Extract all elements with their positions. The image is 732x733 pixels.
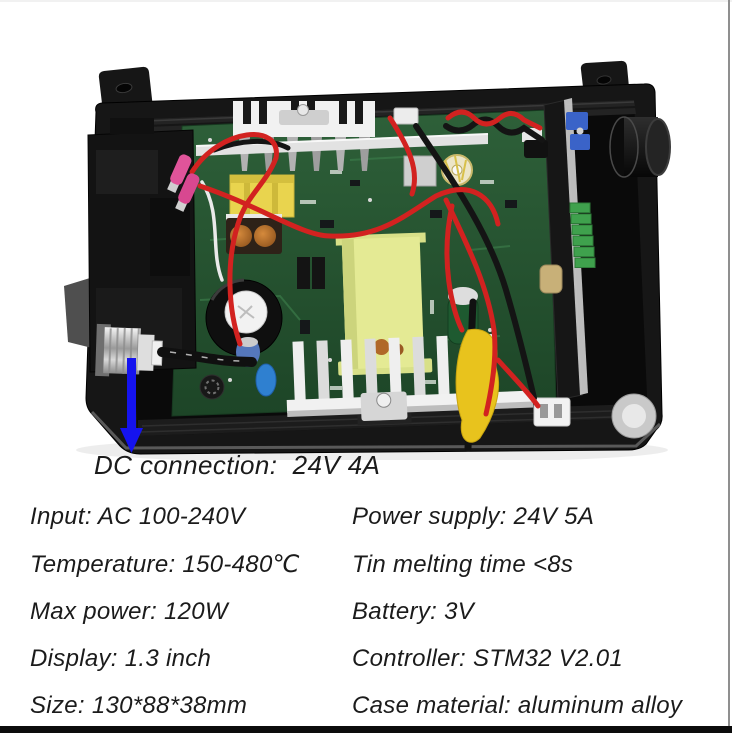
dc-cable xyxy=(157,347,257,367)
dc-connection-label: DC connection: 24V 4A xyxy=(94,450,381,480)
spec-item: Temperature: 150-480℃ xyxy=(30,551,300,578)
wires-red xyxy=(189,109,543,417)
bulk-capacitor xyxy=(205,278,283,357)
rectifier-pair xyxy=(297,257,325,289)
main-transformer xyxy=(335,232,433,376)
module-tab xyxy=(110,118,154,134)
image-top-border xyxy=(0,0,732,2)
spec-item: Max power: 120W xyxy=(30,598,228,625)
spec-item: Battery: 3V xyxy=(352,598,475,625)
relay-block xyxy=(403,155,437,187)
tan-capacitor xyxy=(539,264,563,294)
case-side-tab xyxy=(64,278,92,348)
chassis-screw xyxy=(199,374,225,400)
spec-row: Size: 130*88*38mm Case material: aluminu… xyxy=(0,691,732,721)
panel-connector-disc xyxy=(611,393,657,439)
screw-hole xyxy=(115,82,133,94)
disc-capacitor xyxy=(255,363,277,397)
wires-white xyxy=(200,180,224,282)
trimmer-screw xyxy=(576,127,584,135)
spec-item: Controller: STM32 V2.01 xyxy=(352,645,624,672)
clamp-screw xyxy=(297,104,309,116)
spec-row: Max power: 120W Battery: 3V xyxy=(0,597,732,627)
module-window xyxy=(96,150,158,194)
heatsink-rail xyxy=(196,134,488,156)
jst-connector xyxy=(533,397,571,427)
wires-black xyxy=(211,116,545,401)
controller-board xyxy=(522,98,596,401)
spec-item: Input: AC 100-240V xyxy=(30,503,246,530)
crimp-connectors xyxy=(167,154,200,212)
trimmer-pot xyxy=(566,112,590,150)
winding xyxy=(373,339,390,356)
device-photo xyxy=(64,60,671,460)
image-right-border xyxy=(728,0,730,733)
top-heatsink xyxy=(195,100,489,171)
spec-item: Display: 1.3 inch xyxy=(30,645,212,672)
spec-item: Size: 130*88*38mm xyxy=(30,692,248,719)
white-plug xyxy=(393,107,419,125)
clamp-screw xyxy=(376,392,392,408)
heatsink-clamp xyxy=(279,110,329,125)
spec-row: Input: AC 100-240V Power supply: 24V 5A xyxy=(0,502,732,532)
spec-row: Display: 1.3 inch Controller: STM32 V2.0… xyxy=(0,644,732,674)
spec-row: Temperature: 150-480℃ Tin melting time <… xyxy=(0,550,732,580)
board-plug xyxy=(524,140,548,158)
rotary-knob xyxy=(609,116,671,178)
spec-item: Power supply: 24V 5A xyxy=(352,503,595,530)
screw-hole xyxy=(596,75,612,85)
case-bottom-bevel xyxy=(90,410,662,450)
spec-item: Tin melting time <8s xyxy=(352,551,574,578)
terminal-blocks xyxy=(569,202,596,268)
spec-item: Case material: aluminum alloy xyxy=(352,692,683,719)
image-bottom-bar xyxy=(0,726,732,733)
down-arrow-icon xyxy=(120,358,143,453)
